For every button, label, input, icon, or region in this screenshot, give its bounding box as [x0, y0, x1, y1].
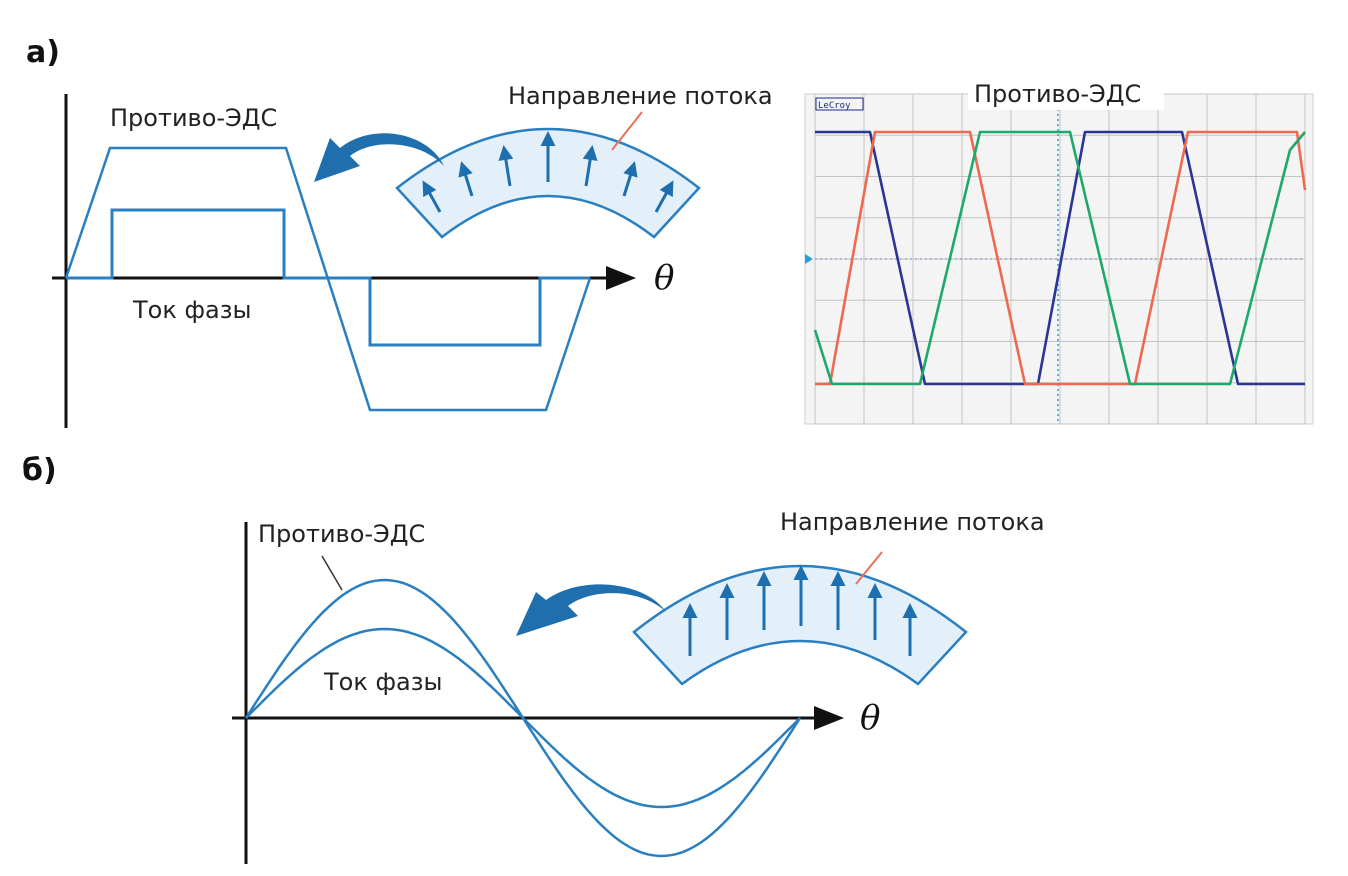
panel-a-flux-leader: [611, 111, 643, 151]
panel-a-flux-direction-label: Направление потока: [508, 82, 773, 110]
panel-b-curved-arrow-icon: [516, 584, 666, 636]
panel-a-rectangular-phase-current: [66, 208, 590, 347]
flux-arrow-icon: [458, 161, 474, 197]
oscilloscope-brand-tag: LeCroy: [818, 101, 851, 111]
flux-arrow-icon: [622, 161, 638, 197]
panel-b-flux-leader: [855, 551, 883, 585]
panel-b: б) θ Противо-ЭДС Ток фазы Направление по…: [22, 453, 1045, 864]
panel-b-sine-phase-current: [245, 627, 801, 809]
oscilloscope-title: Противо-ЭДС: [974, 80, 1141, 108]
panel-a-back-emf-label: Противо-ЭДС: [110, 104, 277, 132]
panel-b-back-emf-leader: [321, 555, 343, 591]
flux-arrow-icon: [422, 180, 442, 213]
oscilloscope-phase-trace: [815, 130, 1307, 386]
panel-a-magnet-arc: [395, 127, 701, 239]
oscilloscope-phase-trace: [815, 130, 1305, 386]
panel-a-theta-label: θ: [654, 258, 674, 298]
panel-b-phase-current-label: Ток фазы: [323, 668, 442, 696]
panel-a-x-axis-arrow: [606, 266, 636, 290]
oscilloscope-traces: [813, 130, 1307, 386]
panel-a: а) θ Противо-ЭДС Ток фазы Направление по…: [26, 35, 773, 428]
panel-b-label: б): [22, 453, 57, 488]
panel-b-back-emf-label: Противо-ЭДС: [258, 520, 425, 548]
panel-b-x-axis-arrow: [814, 706, 844, 730]
oscilloscope-capture: Противо-ЭДС LeCroy: [804, 80, 1314, 425]
panel-a-curved-arrow-icon: [314, 133, 444, 182]
panel-b-flux-direction-label: Направление потока: [780, 508, 1045, 536]
oscilloscope-title-bg: [968, 80, 1164, 110]
oscilloscope-brand-box: [815, 97, 864, 111]
flux-arrow-icon: [498, 145, 514, 187]
oscilloscope-trigger-marker-icon: [805, 254, 813, 264]
panel-a-flux-arrows: [422, 131, 674, 213]
oscilloscope-phase-trace: [813, 130, 1306, 386]
panel-b-flux-arrows: [682, 565, 918, 656]
panel-b-theta-label: θ: [860, 698, 880, 738]
panel-a-phase-current-label: Ток фазы: [132, 296, 251, 324]
panel-a-label: а): [26, 35, 60, 70]
flux-arrow-icon: [654, 180, 674, 213]
flux-arrow-icon: [582, 145, 598, 187]
